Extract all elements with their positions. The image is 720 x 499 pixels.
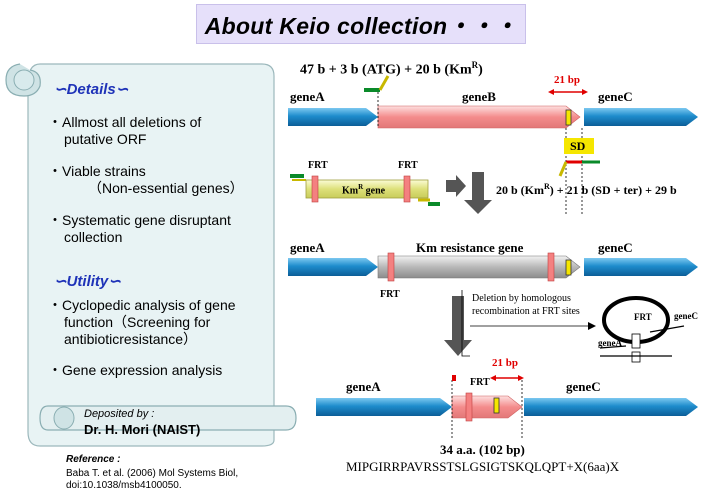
down-block-arrow-2 — [444, 296, 472, 356]
geneB-yellow-mark — [565, 109, 572, 126]
geneA-arrow-top — [288, 108, 378, 126]
geneC-arrow-bottom — [524, 398, 698, 416]
deletion-note: Deletion by homologous recombination at … — [472, 293, 580, 317]
formula-2: 20 b (KmR) + 21 b (SD + ter) + 29 b — [496, 182, 677, 197]
geneC-label-bottom: geneC — [566, 379, 601, 394]
frt-label-circle: FRT — [634, 312, 652, 322]
geneB-arrow — [377, 105, 581, 129]
geneB-label: geneB — [462, 89, 496, 104]
sd-label: SD — [570, 139, 586, 153]
right-block-arrow — [446, 175, 466, 197]
geneC-label-circle: geneC — [674, 311, 698, 321]
reference-text: Baba T. et al. (2006) Mol Systems Biol, … — [66, 468, 239, 491]
geneC-label-top: geneC — [598, 89, 633, 104]
aa-length: 34 a.a. (102 bp) — [440, 442, 525, 457]
frt-label-mid: FRT — [380, 289, 400, 300]
geneA-label-bottom: geneA — [346, 379, 381, 394]
top-formula: 47 b + 3 b (ATG) + 20 b (KmR) — [300, 60, 483, 78]
title-banner: About Keio collection・・・ — [196, 4, 526, 44]
geneC-label-mid: geneC — [598, 240, 633, 255]
details-item-1: ・Allmost all deletions of putative ORF — [48, 114, 202, 147]
geneC-arrow-mid — [584, 258, 698, 276]
geneA-label-mid: geneA — [290, 240, 325, 255]
frt-label-cassette-2: FRT — [398, 160, 418, 171]
geneC-arrow-top — [584, 108, 698, 126]
geneA-arrow-mid — [288, 258, 378, 276]
geneA-label-circle: geneA — [598, 338, 622, 348]
sd-box — [564, 138, 594, 154]
km-gene-label: KmR gene — [342, 183, 386, 197]
bp21-bottom-label: 21 bp — [492, 357, 518, 369]
frt-label-cassette-1: FRT — [308, 160, 328, 171]
km-resistance-arrow — [377, 255, 581, 279]
km-cassette — [305, 179, 429, 199]
details-header: ∽Details∽ — [54, 81, 129, 98]
deposited-label: Deposited by : — [84, 408, 155, 420]
utility-item-1: ・Cyclopedic analysis of gene function（Sc… — [48, 297, 236, 347]
utility-header: ∽Utility∽ — [54, 273, 121, 290]
down-block-arrow-1 — [464, 172, 492, 214]
km-resistance-label: Km resistance gene — [416, 240, 524, 255]
scar-arrow — [451, 395, 523, 419]
deposited-name: Dr. H. Mori (NAIST) — [84, 422, 201, 437]
page-title: About Keio collection・・・ — [204, 13, 518, 39]
geneA-label-top: geneA — [290, 89, 325, 104]
utility-item-2: ・Gene expression analysis — [48, 362, 223, 378]
details-item-3: ・Systematic gene disruptant collection — [48, 212, 231, 245]
details-item-2: ・Viable strains （Non-essential genes） — [48, 163, 244, 196]
frt-label-bottom: FRT — [470, 377, 490, 388]
bp21-top-label: 21 bp — [554, 74, 580, 86]
geneA-arrow-bottom — [316, 398, 452, 416]
reference-label: Reference : — [66, 454, 121, 465]
peptide-sequence: MIPGIRRPAVRSSTSLGSIGTSKQLQPT+X(6aa)X — [346, 459, 620, 474]
